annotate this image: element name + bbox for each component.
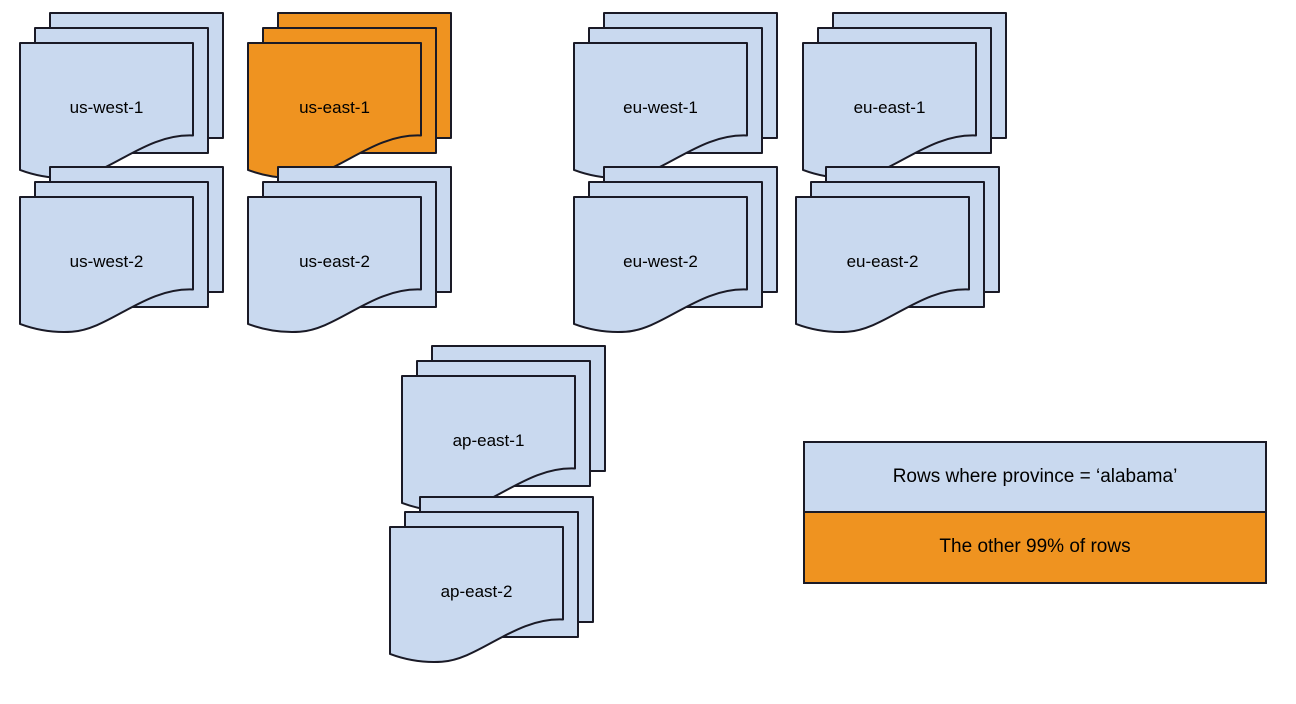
doc-stack-us-west-1[interactable]: us-west-1 [8, 1, 235, 220]
doc-stack-shape-eu-east-1 [802, 12, 1007, 180]
legend-label-blue: Rows where province = ‘alabama’ [892, 465, 1178, 487]
doc-stack-shape-eu-west-1 [573, 12, 778, 180]
doc-stack-shape-eu-west-2 [573, 166, 778, 334]
doc-sheet [389, 526, 564, 664]
legend-row-blue: Rows where province = ‘alabama’ [805, 443, 1265, 513]
doc-stack-shape-ap-east-1 [401, 345, 606, 513]
doc-stack-ap-east-2[interactable]: ap-east-2 [378, 485, 605, 704]
doc-stack-shape-us-west-1 [19, 12, 224, 180]
legend-row-orange: The other 99% of rows [805, 512, 1265, 582]
doc-stack-shape-us-east-1 [247, 12, 452, 180]
doc-stack-us-east-2[interactable]: us-east-2 [236, 155, 463, 374]
doc-stack-us-west-2[interactable]: us-west-2 [8, 155, 235, 374]
doc-stack-ap-east-1[interactable]: ap-east-1 [390, 334, 617, 553]
doc-stack-eu-west-2[interactable]: eu-west-2 [562, 155, 789, 374]
doc-stack-shape-us-west-2 [19, 166, 224, 334]
doc-sheet [795, 196, 970, 334]
doc-stack-eu-east-2[interactable]: eu-east-2 [784, 155, 1011, 374]
doc-sheet [19, 196, 194, 334]
doc-sheet [247, 196, 422, 334]
doc-stack-eu-west-1[interactable]: eu-west-1 [562, 1, 789, 220]
doc-stack-shape-us-east-2 [247, 166, 452, 334]
legend: Rows where province = ‘alabama’ The othe… [803, 441, 1267, 584]
doc-stack-shape-ap-east-2 [389, 496, 594, 664]
legend-label-orange: The other 99% of rows [939, 536, 1131, 558]
doc-stack-shape-eu-east-2 [795, 166, 1000, 334]
doc-sheet [573, 196, 748, 334]
doc-stack-us-east-1[interactable]: us-east-1 [236, 1, 463, 220]
